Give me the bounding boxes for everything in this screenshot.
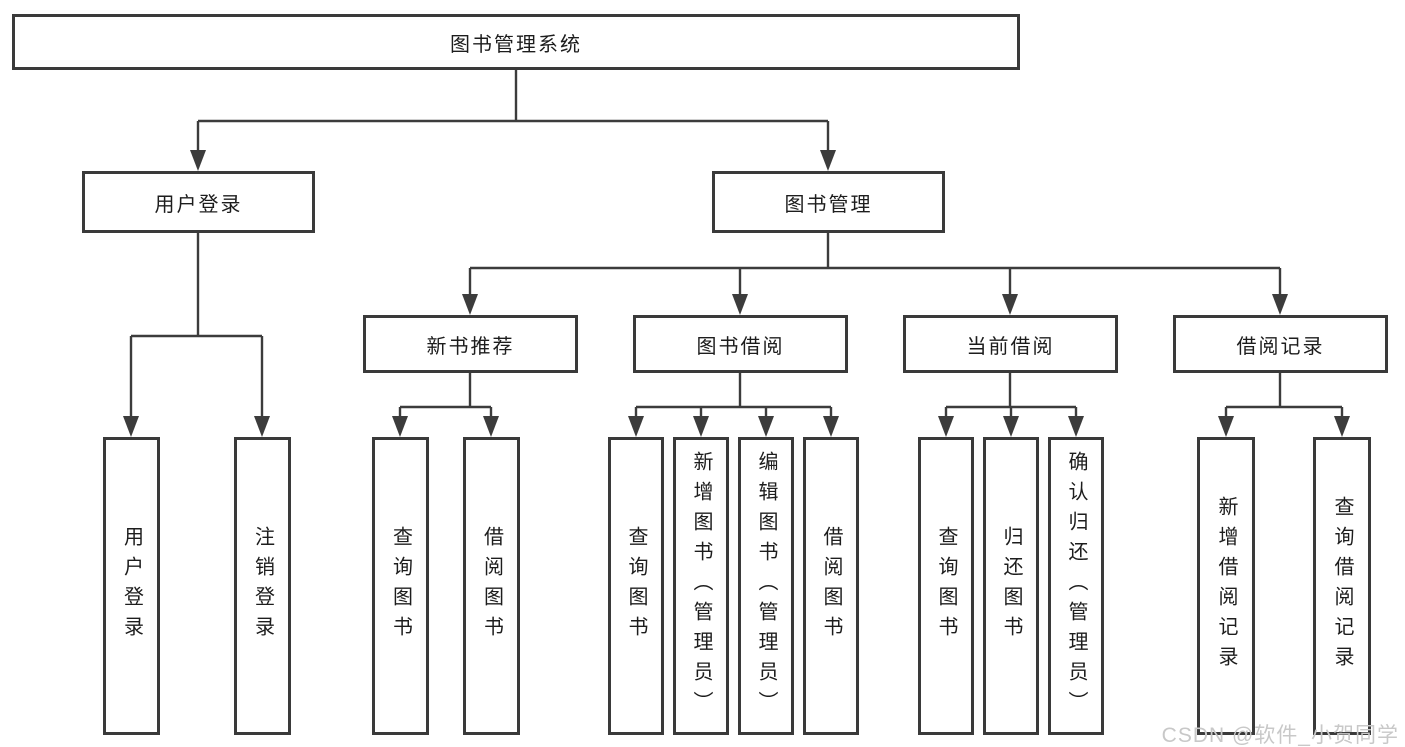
leaf-query-books-recommend-label: 查询图书	[389, 526, 412, 646]
leaf-borrow-books-recommend-label: 借阅图书	[480, 526, 503, 646]
leaf-query-books-current-label: 查询图书	[935, 526, 957, 646]
node-current-borrow-label: 当前借阅	[966, 335, 1055, 358]
leaf-return-book: 归还图书	[983, 437, 1039, 735]
leaf-borrow-books-recommend: 借阅图书	[463, 437, 520, 735]
leaf-query-books-recommend: 查询图书	[372, 437, 429, 735]
node-book-borrow-label: 图书借阅	[696, 335, 785, 358]
node-book-borrow: 图书借阅	[633, 315, 848, 373]
csdn-watermark: CSDN @软件_小贺同学	[1161, 724, 1399, 747]
leaf-user-login-label: 用户登录	[120, 526, 143, 646]
leaf-borrow-books: 借阅图书	[803, 437, 859, 735]
leaf-edit-book-admin: 编辑图书（管理员）	[738, 437, 794, 735]
leaf-edit-book-admin-label: 编辑图书（管理员）	[755, 451, 777, 721]
leaf-add-borrow-record-label: 新增借阅记录	[1215, 496, 1237, 676]
node-root-system: 图书管理系统	[12, 14, 1020, 70]
leaf-logout: 注销登录	[234, 437, 291, 735]
leaf-query-books-borrow-label: 查询图书	[625, 526, 647, 646]
leaf-query-books-current: 查询图书	[918, 437, 974, 735]
leaf-query-borrow-record: 查询借阅记录	[1313, 437, 1371, 735]
node-borrow-records: 借阅记录	[1173, 315, 1388, 373]
leaf-confirm-return-admin: 确认归还（管理员）	[1048, 437, 1104, 735]
leaf-add-book-admin: 新增图书（管理员）	[673, 437, 729, 735]
node-root-label: 图书管理系统	[450, 33, 582, 56]
node-user-login: 用户登录	[82, 171, 315, 233]
node-new-book-recommend-label: 新书推荐	[426, 335, 515, 358]
node-borrow-records-label: 借阅记录	[1236, 335, 1325, 358]
leaf-confirm-return-admin-label: 确认归还（管理员）	[1065, 451, 1087, 721]
node-new-book-recommend: 新书推荐	[363, 315, 578, 373]
leaf-add-book-admin-label: 新增图书（管理员）	[690, 451, 712, 721]
node-user-login-label: 用户登录	[154, 193, 243, 216]
leaf-return-book-label: 归还图书	[1000, 526, 1022, 646]
node-current-borrow: 当前借阅	[903, 315, 1118, 373]
node-book-management: 图书管理	[712, 171, 945, 233]
leaf-query-books-borrow: 查询图书	[608, 437, 664, 735]
leaf-query-borrow-record-label: 查询借阅记录	[1331, 496, 1353, 676]
leaf-user-login: 用户登录	[103, 437, 160, 735]
node-book-management-label: 图书管理	[784, 193, 873, 216]
leaf-borrow-books-label: 借阅图书	[820, 526, 842, 646]
leaf-add-borrow-record: 新增借阅记录	[1197, 437, 1255, 735]
leaf-logout-label: 注销登录	[251, 526, 274, 646]
